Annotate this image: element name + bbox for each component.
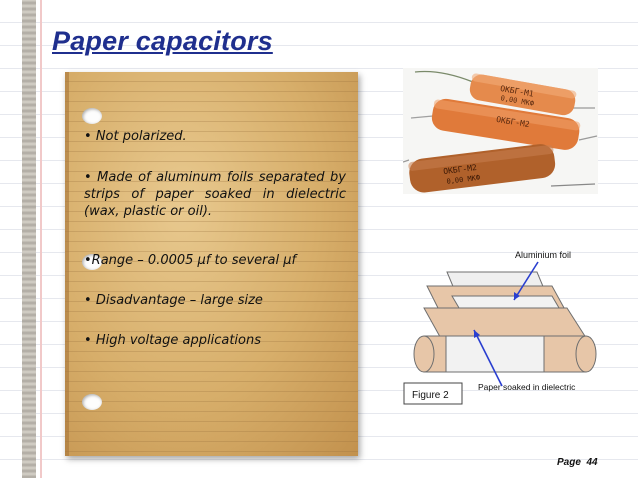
paper-dielectric-label: Paper soaked in dielectric xyxy=(478,382,576,392)
spiral-binding xyxy=(22,0,36,478)
bullet-dot-icon: • xyxy=(84,293,92,308)
bullet-item: •Range – 0.0005 μf to several μf xyxy=(84,252,296,269)
bullet-text: Disadvantage – large size xyxy=(96,293,263,308)
punch-hole xyxy=(82,394,102,410)
bullet-text: Not polarized. xyxy=(96,129,187,144)
bullet-dot-icon: • xyxy=(84,129,92,144)
bullet-item: • Not polarized. xyxy=(84,128,187,145)
bullet-item: • Made of aluminum foils separated by st… xyxy=(84,169,346,220)
bullet-text: High voltage applications xyxy=(96,333,261,348)
capacitors-photo: ОКБГ-М1 0,00 МКФ ОКБГ-М2 ОКБГ-М2 0,00 МК… xyxy=(403,68,598,194)
bullet-dot-icon: • xyxy=(84,333,92,348)
punch-hole xyxy=(82,108,102,124)
page-number: Page  44 xyxy=(557,457,598,468)
bullet-text: Range – 0.0005 μf to several μf xyxy=(92,253,296,268)
figure-label: Figure 2 xyxy=(412,390,449,401)
capacitor-diagram: Aluminium foil Figure 2 Paper soaked in … xyxy=(402,240,602,408)
note-edge xyxy=(65,72,69,456)
margin-line xyxy=(40,0,42,478)
bullet-dot-icon: • xyxy=(84,253,92,268)
bullet-item: • Disadvantage – large size xyxy=(84,292,263,309)
bullet-dot-icon: • xyxy=(84,170,92,185)
slide-title: Paper capacitors xyxy=(52,26,273,57)
bullet-item: • High voltage applications xyxy=(84,332,261,349)
aluminium-foil-label: Aluminium foil xyxy=(515,250,571,260)
bullet-text: Made of aluminum foils separated by stri… xyxy=(84,170,346,219)
